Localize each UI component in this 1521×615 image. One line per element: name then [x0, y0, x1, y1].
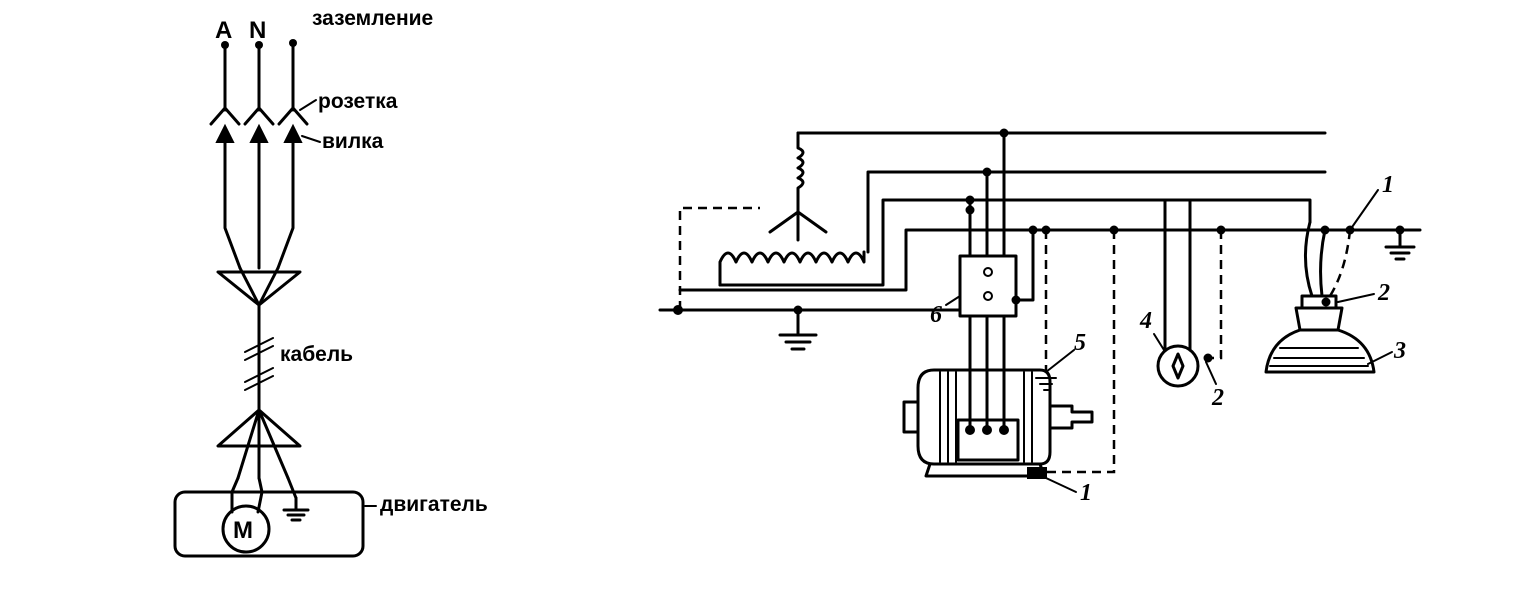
label-plug: вилка [322, 130, 384, 153]
node-switch-neutral [1011, 295, 1021, 305]
label-socket: розетка [318, 90, 398, 113]
motor-enclosure [173, 490, 365, 558]
socket-symbol [209, 106, 309, 126]
label-neutral-n: N [249, 17, 266, 44]
callout-1-bottom: 1 [1080, 480, 1092, 506]
motor-body [916, 368, 1052, 466]
motor-terminal-3 [999, 425, 1009, 435]
node-lamp-pe [1321, 297, 1331, 307]
motor-ground-clamp [1027, 467, 1047, 479]
label-cable: кабель [280, 343, 353, 366]
motor-supply-wires [968, 314, 1006, 432]
label-phase-a: A [215, 17, 232, 44]
left-schematic: A N заземление розетка вилка кабель д [173, 7, 488, 558]
callout-5: 5 [1074, 330, 1086, 356]
motor-base [924, 462, 1046, 478]
lamp-shade-ribs [1269, 347, 1369, 367]
callout-6-leader [945, 295, 961, 306]
callout-3-leader [1367, 351, 1393, 365]
ground-icon-motor [282, 496, 310, 522]
meter-circle [1156, 344, 1200, 388]
dashed-pe-lamp [1328, 229, 1352, 297]
motor-terminal-box [956, 418, 1020, 462]
switch-input-wires [968, 131, 1006, 258]
callout-2-lamp: 2 [1377, 280, 1390, 306]
callout-2-meter: 2 [1211, 385, 1224, 411]
lamp-wires [1303, 220, 1327, 298]
motor-symbol-letter: M [233, 517, 253, 544]
callout-1-top: 1 [1382, 172, 1394, 198]
node-meter-pe [1203, 353, 1213, 363]
callout-4: 4 [1139, 308, 1152, 334]
bus-line-neutral [678, 228, 1402, 292]
cable-hatch-upper [244, 337, 274, 361]
dashed-ground-left [678, 206, 760, 310]
transformer-star [768, 210, 828, 242]
cable-entry-triangle-top [216, 270, 302, 307]
node-ground-transformer [793, 305, 803, 315]
lamp-socket-body [1294, 306, 1344, 332]
label-ground: заземление [312, 7, 433, 30]
cord-merge-top [238, 266, 280, 307]
ground-icon-right [1384, 228, 1422, 261]
motor-end-cap [902, 400, 920, 434]
socket-leader [299, 99, 317, 111]
motor-symbol-circle [221, 504, 271, 554]
motor-ribs [939, 371, 1033, 463]
motor-leads [230, 476, 298, 514]
callout-1-bottom-leader [1045, 477, 1077, 493]
motor-ground-icon [1035, 377, 1057, 391]
callout-3: 3 [1393, 338, 1406, 364]
electric-motor [902, 368, 1094, 479]
switch-contact-bottom [983, 291, 993, 301]
supply-wires [223, 41, 295, 112]
bus-line-2 [866, 170, 1327, 254]
transformer-coil-vertical [796, 131, 805, 214]
motor-terminal-2 [982, 425, 992, 435]
switch-box [958, 254, 1018, 318]
transformer-winding [718, 250, 866, 287]
node-ground-left [673, 305, 683, 315]
bus-line-3 [718, 198, 1312, 287]
motor-shaft [1048, 404, 1094, 430]
dashed-pe-meter [1208, 230, 1223, 360]
plug-symbol [215, 123, 303, 143]
callout-6: 6 [930, 302, 942, 328]
cable-hatch-lower [244, 367, 274, 391]
callout-4-leader [1153, 333, 1165, 351]
cord-split-bottom [236, 408, 290, 480]
label-motor: двигатель [380, 493, 488, 516]
switch-contact-top [983, 267, 993, 277]
ground-icon-transformer [778, 308, 818, 351]
right-schematic: 1 6 [658, 128, 1422, 506]
dashed-pe-frame [1044, 230, 1116, 474]
switch-neutral-wire [1014, 228, 1035, 302]
callout-2-meter-leader [1205, 361, 1217, 385]
plug-leader [301, 135, 321, 143]
callout-1-top-leader [1349, 189, 1379, 231]
motor-terminal-1 [965, 425, 975, 435]
lamp-socket-top [1300, 294, 1338, 310]
callout-5-leader [1045, 349, 1075, 373]
meter-symbol-icon [1171, 352, 1185, 380]
lamp-shade [1264, 328, 1376, 374]
callout-2-lamp-leader [1337, 293, 1375, 303]
cord-conductors [223, 140, 295, 270]
